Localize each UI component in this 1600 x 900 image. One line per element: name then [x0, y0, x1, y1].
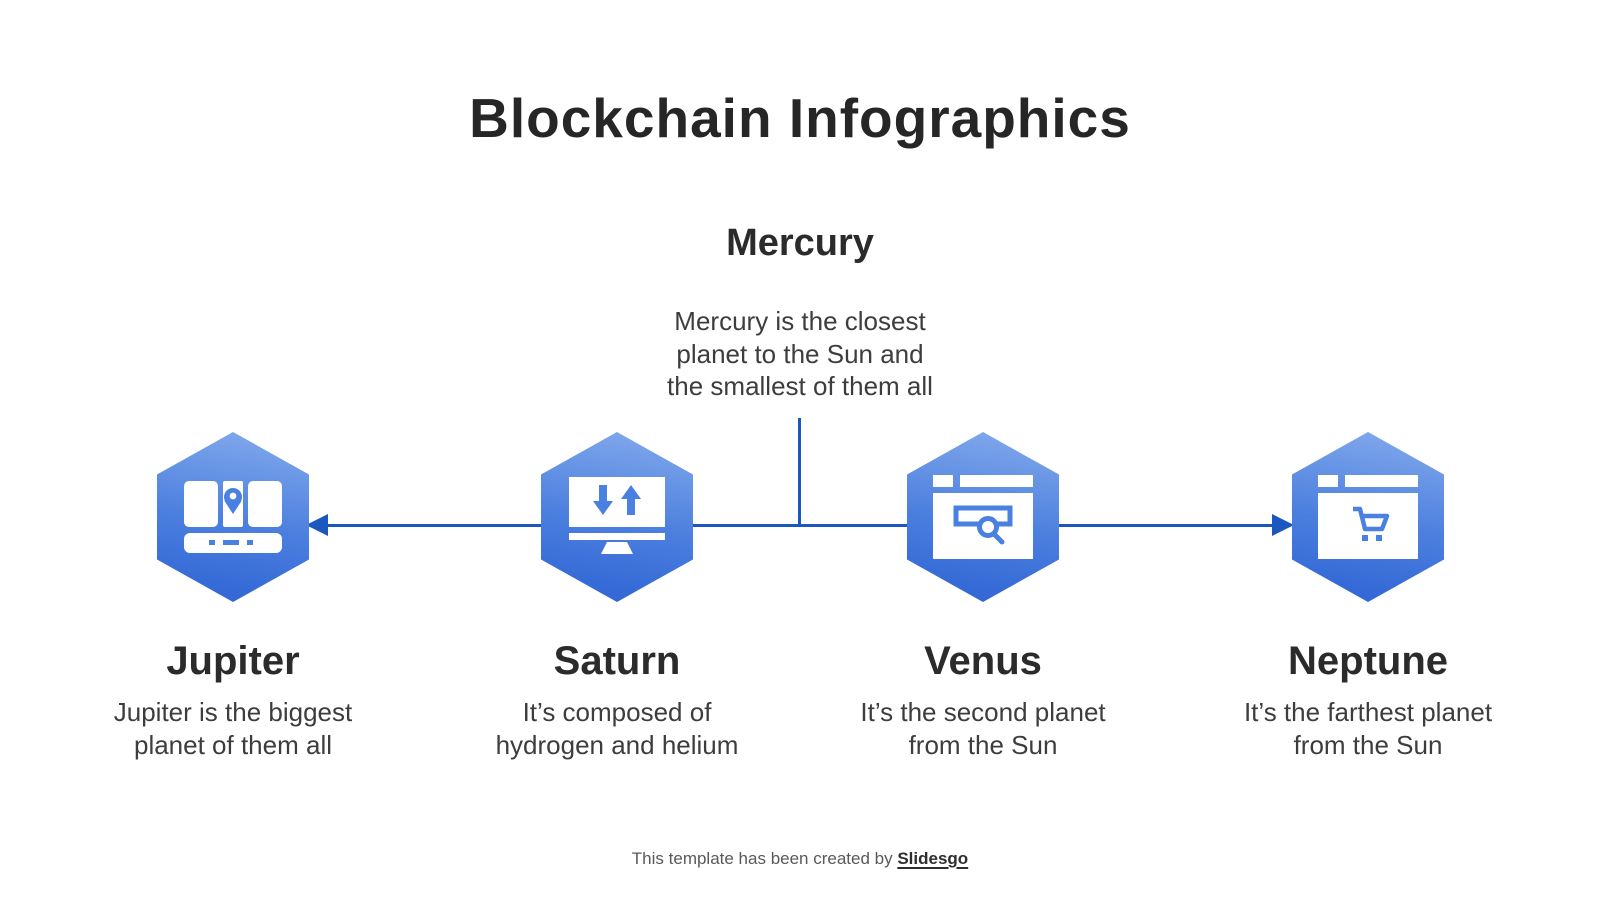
description-line: planet of them all — [133, 729, 332, 760]
description-line: It’s the farthest planet — [1243, 697, 1493, 727]
slidesgo-link[interactable]: Slidesgo — [897, 849, 969, 868]
center-node-title: Mercury — [726, 222, 874, 264]
hexagon-venus — [907, 432, 1059, 602]
node-jupiter: Jupiter Jupiter is the biggest planet of… — [63, 432, 403, 761]
browser-search-icon — [933, 475, 1033, 559]
map-device-icon — [184, 481, 282, 553]
node-venus: Venus It’s the second planet from the Su… — [813, 432, 1153, 761]
node-title: Saturn — [553, 639, 681, 683]
footer-credit: This template has been created by Slides… — [0, 849, 1600, 869]
footer-credit-text: This template has been created by — [631, 849, 898, 868]
description-line: It’s composed of — [522, 697, 712, 727]
description-line: Mercury is the closest — [674, 306, 926, 336]
hexagon-neptune — [1292, 432, 1444, 602]
description-line: It’s the second planet — [860, 697, 1106, 727]
center-node-description: Mercury is the closest planet to the Sun… — [620, 305, 980, 403]
description-line: planet to the Sun and — [676, 338, 924, 369]
hexagon-saturn — [541, 432, 693, 602]
vertical-connector-line — [798, 418, 801, 526]
node-description: It’s the second planet from the Sun — [813, 696, 1153, 761]
monitor-sync-icon — [569, 477, 665, 554]
node-description: It’s the farthest planet from the Sun — [1198, 696, 1538, 761]
page-title: Blockchain Infographics — [469, 87, 1131, 149]
description-line: Jupiter is the biggest — [113, 697, 353, 727]
node-neptune: Neptune It’s the farthest planet from th… — [1198, 432, 1538, 761]
node-title: Venus — [924, 639, 1042, 683]
node-description: Jupiter is the biggest planet of them al… — [63, 696, 403, 761]
arrowhead-right-icon — [1272, 514, 1294, 536]
horizontal-connector-line — [318, 524, 1282, 527]
hexagon-jupiter — [157, 432, 309, 602]
description-line: the smallest of them all — [667, 371, 933, 401]
description-line: from the Sun — [908, 729, 1058, 760]
node-title: Neptune — [1288, 639, 1448, 683]
arrowhead-left-icon — [306, 514, 328, 536]
description-line: hydrogen and helium — [495, 729, 739, 760]
browser-cart-icon — [1318, 475, 1418, 559]
description-line: from the Sun — [1293, 729, 1443, 760]
node-title: Jupiter — [166, 639, 300, 683]
node-description: It’s composed of hydrogen and helium — [447, 696, 787, 761]
node-saturn: Saturn It’s composed of hydrogen and hel… — [447, 432, 787, 761]
center-node-mercury: Mercury Mercury is the closest planet to… — [620, 222, 980, 403]
